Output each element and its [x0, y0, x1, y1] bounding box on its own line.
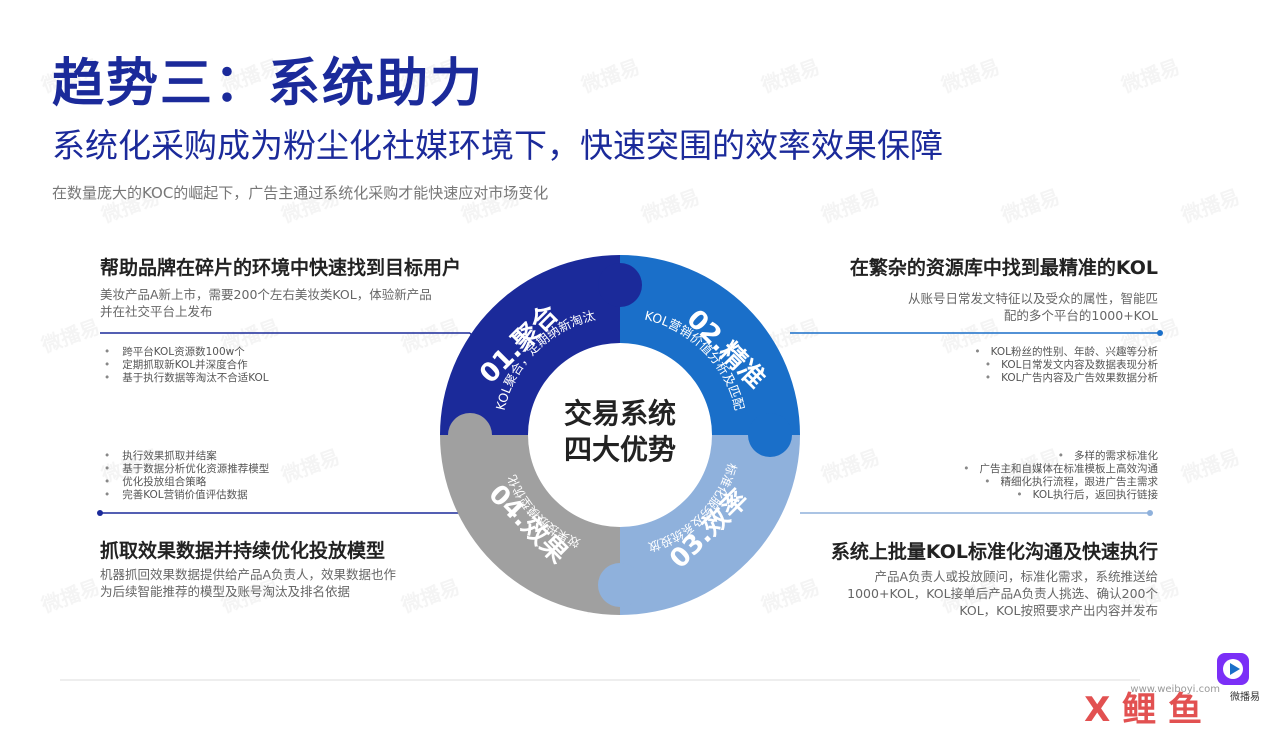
- list-item: KOL广告内容及广告效果数据分析: [974, 372, 1158, 385]
- bullet-list-top-left: 跨平台KOL资源数100w个 定期抓取新KOL并深度合作 基于执行数据等淘汰不合…: [104, 346, 269, 385]
- list-item: KOL粉丝的性别、年龄、兴趣等分析: [974, 346, 1158, 359]
- section-title-top-right: 在繁杂的资源库中找到最精准的KOL: [849, 257, 1158, 279]
- puzzle-knob-right: [748, 413, 792, 457]
- brand-logo-label: 微播易: [1230, 692, 1260, 703]
- footer-url: www.weiboyi.com: [1130, 684, 1220, 695]
- page-subtitle: 系统化采购成为粉尘化社媒环境下，快速突围的效率效果保障: [52, 126, 943, 165]
- list-item: 优化投放组合策略: [104, 476, 269, 489]
- section-desc-bottom-right: 产品A负责人或投放顾问，标准化需求，系统推送给 1000+KOL，KOL接单后产…: [847, 569, 1158, 618]
- ring-segment-01: [440, 255, 620, 435]
- list-item: 跨平台KOL资源数100w个: [104, 346, 269, 359]
- puzzle-knob-bottom: [598, 563, 642, 607]
- page-title: 趋势三：系统助力: [52, 54, 485, 114]
- section-title-bottom-right: 系统上批量KOL标准化沟通及快速执行: [830, 541, 1158, 563]
- ring-center-disc: [528, 343, 712, 527]
- bullet-list-bottom-right: 多样的需求标准化 广告主和自媒体在标准模板上高效沟通 精细化执行流程，跟进广告主…: [963, 450, 1159, 502]
- list-item: 完善KOL营销价值评估数据: [104, 489, 269, 502]
- ring-segment-04: [440, 435, 620, 615]
- list-item: KOL执行后，返回执行链接: [963, 489, 1158, 502]
- ring-segment-03: [620, 435, 800, 615]
- list-item: 执行效果抓取并结案: [104, 450, 269, 463]
- section-title-top-left: 帮助品牌在碎片的环境中快速找到目标用户: [100, 257, 462, 279]
- bullet-list-bottom-left: 执行效果抓取并结案 基于数据分析优化资源推荐模型 优化投放组合策略 完善KOL营…: [104, 450, 269, 502]
- page-description: 在数量庞大的KOC的崛起下，广告主通过系统化采购才能快速应对市场变化: [52, 184, 549, 202]
- puzzle-knob-top: [598, 263, 642, 307]
- bullet-list-top-right: KOL粉丝的性别、年龄、兴趣等分析 KOL日常发文内容及数据表现分析 KOL广告…: [974, 346, 1158, 385]
- brand-logo-icon: [1217, 653, 1249, 685]
- corner-watermark-text: X 鲤 鱼: [1084, 690, 1202, 730]
- list-item: 多样的需求标准化: [963, 450, 1158, 463]
- puzzle-knob-left: [448, 413, 492, 457]
- list-item: KOL日常发文内容及数据表现分析: [974, 359, 1158, 372]
- list-item: 基于执行数据等淘汰不合适KOL: [104, 372, 268, 385]
- list-item: 定期抓取新KOL并深度合作: [104, 359, 269, 372]
- section-desc-top-right: 从账号日常发文特征以及受众的属性，智能匹 配的多个平台的1000+KOL: [907, 291, 1158, 323]
- list-item: 基于数据分析优化资源推荐模型: [104, 463, 269, 476]
- section-title-bottom-left: 抓取效果数据并持续优化投放模型: [100, 540, 386, 562]
- list-item: 精细化执行流程，跟进广告主需求: [963, 476, 1159, 489]
- advantage-ring-diagram: 01.聚合 02.精准 03.效率 04.效果 KOL聚合，定期纳新淘汰 KOL…: [440, 255, 800, 615]
- section-desc-top-left: 美妆产品A新上市，需要200个左右美妆类KOL，体验新产品 并在社交平台上发布: [100, 287, 432, 319]
- ring-segment-02: [620, 255, 800, 435]
- center-title-line1: 交易系统: [564, 397, 676, 430]
- center-title-line2: 四大优势: [564, 433, 676, 466]
- list-item: 广告主和自媒体在标准模板上高效沟通: [963, 463, 1159, 476]
- section-desc-bottom-left: 机器抓回效果数据提供给产品A负责人，效果数据也作 为后续智能推荐的模型及账号淘汰…: [100, 567, 397, 599]
